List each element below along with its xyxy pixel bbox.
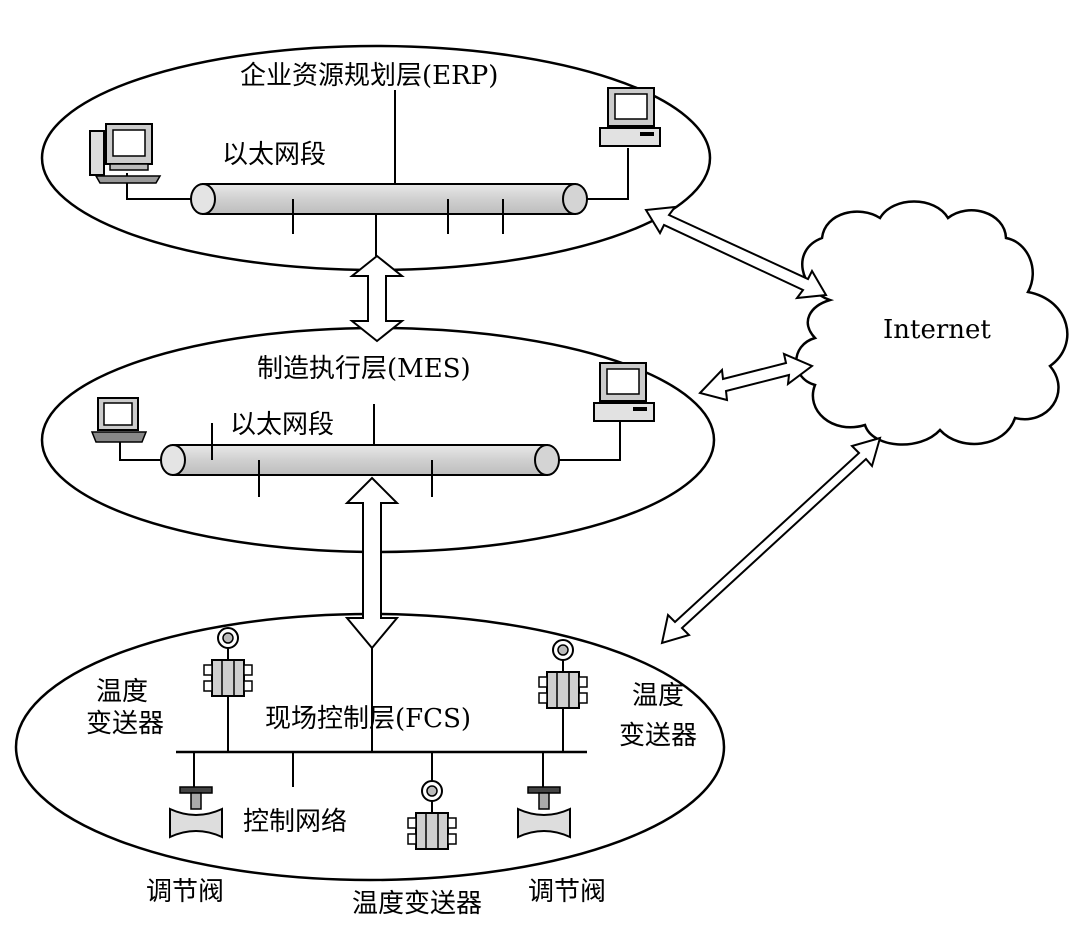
- temp-transmitter-left-label-1: 温度: [96, 677, 148, 707]
- temp-transmitter-right-label-2: 变送器: [619, 721, 697, 751]
- erp-segment-label: 以太网段: [222, 140, 326, 170]
- control-valve-right-label: 调节阀: [528, 877, 606, 907]
- mes-laptop-left-icon: [90, 397, 148, 443]
- fcs-layer-title: 现场控制层(FCS): [265, 704, 471, 734]
- internet-label: Internet: [883, 315, 991, 345]
- mes-desktop-right-icon: [593, 362, 655, 422]
- fcs-internet-arrow: [660, 436, 882, 645]
- temp-transmitter-bottom-label: 温度变送器: [352, 889, 482, 919]
- erp-mes-arrow: [349, 254, 405, 343]
- mes-segment-label: 以太网段: [230, 410, 334, 440]
- fcs-layer-ellipse: [14, 612, 726, 882]
- erp-ethernet-pipe: [190, 183, 588, 215]
- control-valve-left-label: 调节阀: [146, 877, 224, 907]
- mes-internet-arrow: [698, 352, 814, 402]
- internet-cloud: [795, 200, 1069, 446]
- mes-fcs-arrow: [344, 476, 400, 650]
- control-network-label: 控制网络: [243, 807, 347, 837]
- temp-transmitter-right-label-1: 温度: [632, 681, 684, 711]
- erp-desktop-right-icon: [599, 87, 661, 147]
- temp-transmitter-left-label-2: 变送器: [86, 709, 164, 739]
- erp-layer-title: 企业资源规划层(ERP): [240, 61, 498, 91]
- mes-layer-title: 制造执行层(MES): [257, 354, 471, 384]
- erp-workstation-left-icon: [89, 123, 162, 184]
- mes-ethernet-pipe: [160, 444, 560, 476]
- erp-internet-arrow: [644, 205, 828, 300]
